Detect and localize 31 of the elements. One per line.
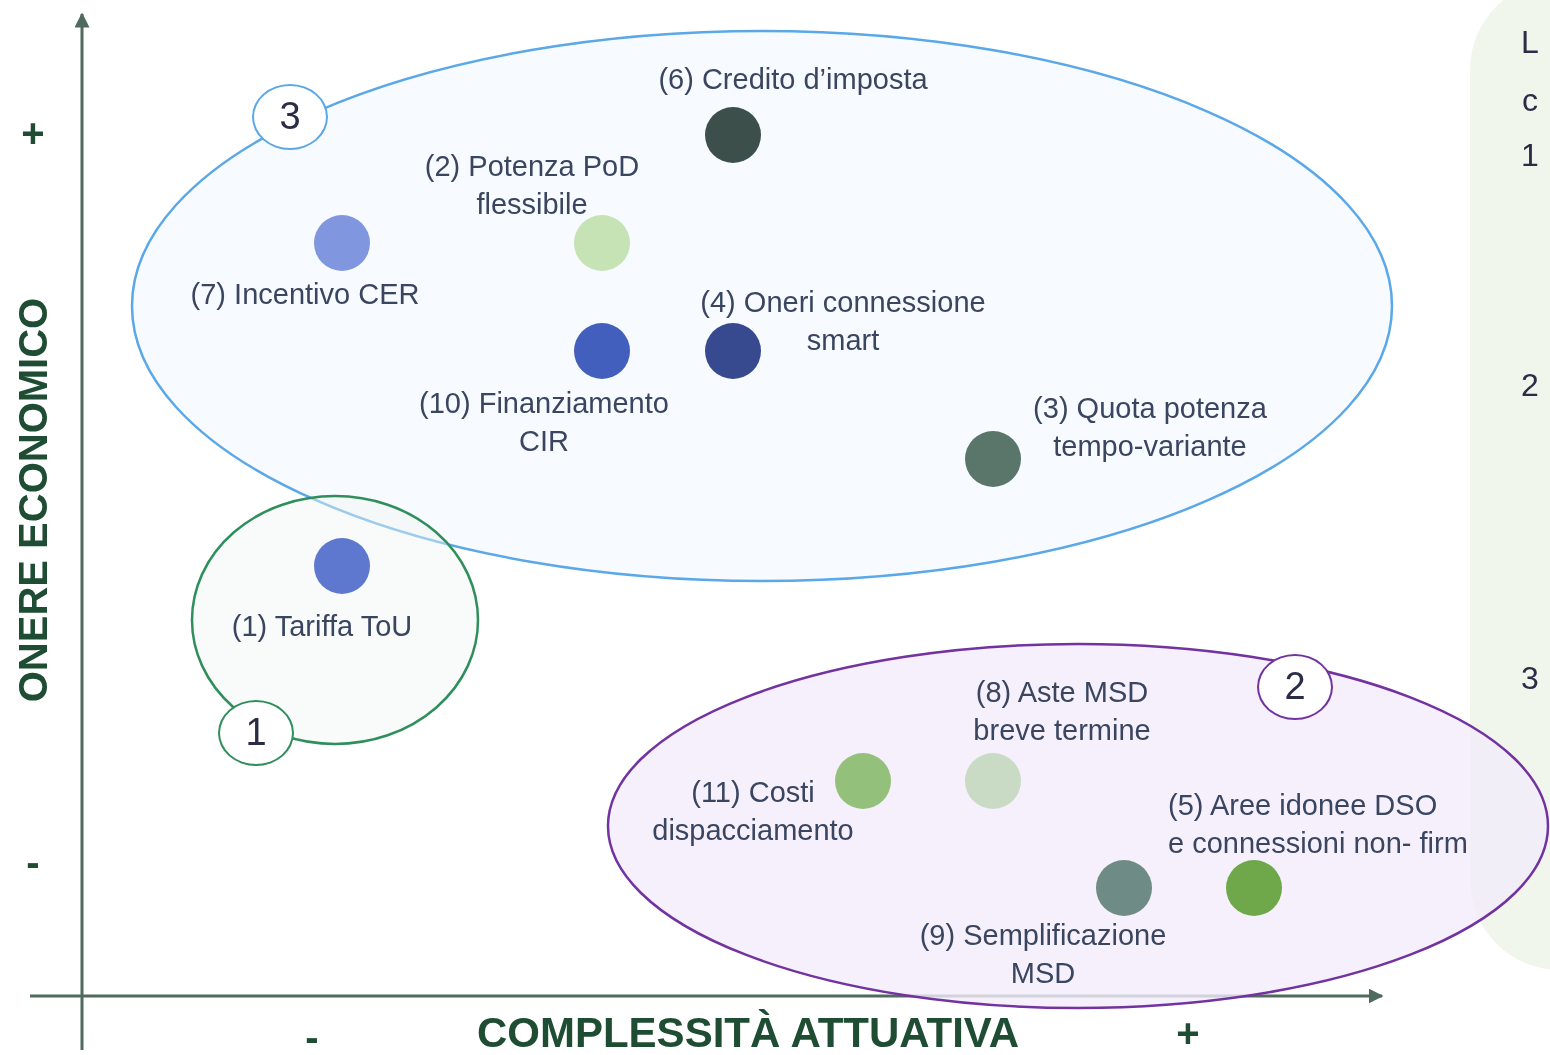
panel-text: 2 <box>1521 367 1539 403</box>
point-label: (10) Finanziamento CIR <box>419 386 669 459</box>
point-dot <box>705 323 761 379</box>
point-label: (4) Oneri connessione smart <box>700 285 986 358</box>
group-number-badge: 3 <box>252 84 328 150</box>
point-label: (3) Quota potenza tempo-variante <box>1033 391 1267 464</box>
panel-text: c <box>1522 82 1538 118</box>
point-label: (7) Incentivo CER <box>190 277 420 312</box>
point-label: (5) Aree idonee DSO e connessioni non- firm <box>1168 788 1468 861</box>
point-dot <box>965 431 1021 487</box>
point-label: (1) Tariffa ToU <box>231 609 413 644</box>
panel-text: 1 <box>1521 137 1539 173</box>
point-label: (2) Potenza PoD flessibile <box>424 149 640 222</box>
point-label: (8) Aste MSD breve termine <box>973 675 1151 748</box>
point-dot <box>705 107 761 163</box>
point-label: (9) Semplificazione MSD <box>919 918 1167 991</box>
point-label: (6) Credito d’imposta <box>658 62 928 97</box>
axis-sign: - <box>305 1015 319 1055</box>
axis-sign: + <box>1176 1011 1200 1055</box>
axis-sign: - <box>26 840 40 884</box>
panel-text: L <box>1521 24 1539 60</box>
axis-title: ONERE ECONOMICO <box>11 297 55 703</box>
group-number-badge: 1 <box>218 700 294 766</box>
point-label: (11) Costi dispacciamento <box>652 775 854 848</box>
axis-sign: + <box>21 111 45 155</box>
panel-text: 3 <box>1521 660 1539 696</box>
point-dot <box>574 323 630 379</box>
point-dot <box>574 215 630 271</box>
axis-title: COMPLESSITÀ ATTUATIVA <box>476 1010 1020 1055</box>
point-dot <box>314 538 370 594</box>
point-dot <box>314 215 370 271</box>
